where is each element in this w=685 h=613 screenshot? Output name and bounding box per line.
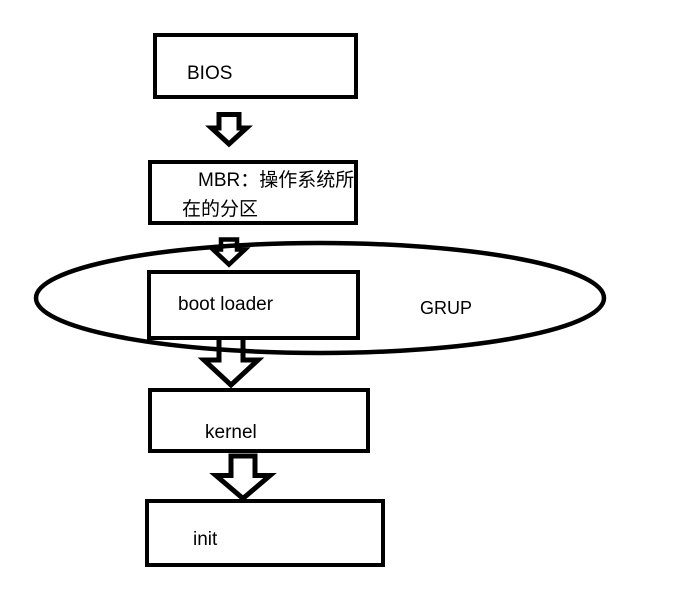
node-mbr-label: MBR：操作系统所 在的分区 [182,166,354,224]
node-mbr: MBR：操作系统所 在的分区 [148,160,358,225]
grup-ellipse [33,240,607,356]
node-mbr-label-line1: MBR：操作系统所 [198,170,355,191]
node-mbr-label-line2: 在的分区 [182,199,259,220]
node-bios: BIOS [153,33,358,99]
node-kernel-label: kernel [205,422,257,443]
node-bios-label: BIOS [187,63,233,84]
grup-label: GRUP [420,298,473,318]
node-init: init [145,499,385,567]
node-kernel: kernel [148,388,370,453]
node-boot-loader: boot loader [147,270,360,340]
node-init-label: init [193,529,218,550]
flow-arrow-bootloader-to-kernel [197,340,265,389]
flow-arrow-bios-to-mbr [205,112,253,148]
flow-arrow-kernel-to-init [209,453,277,502]
node-boot-loader-label: boot loader [178,294,274,315]
